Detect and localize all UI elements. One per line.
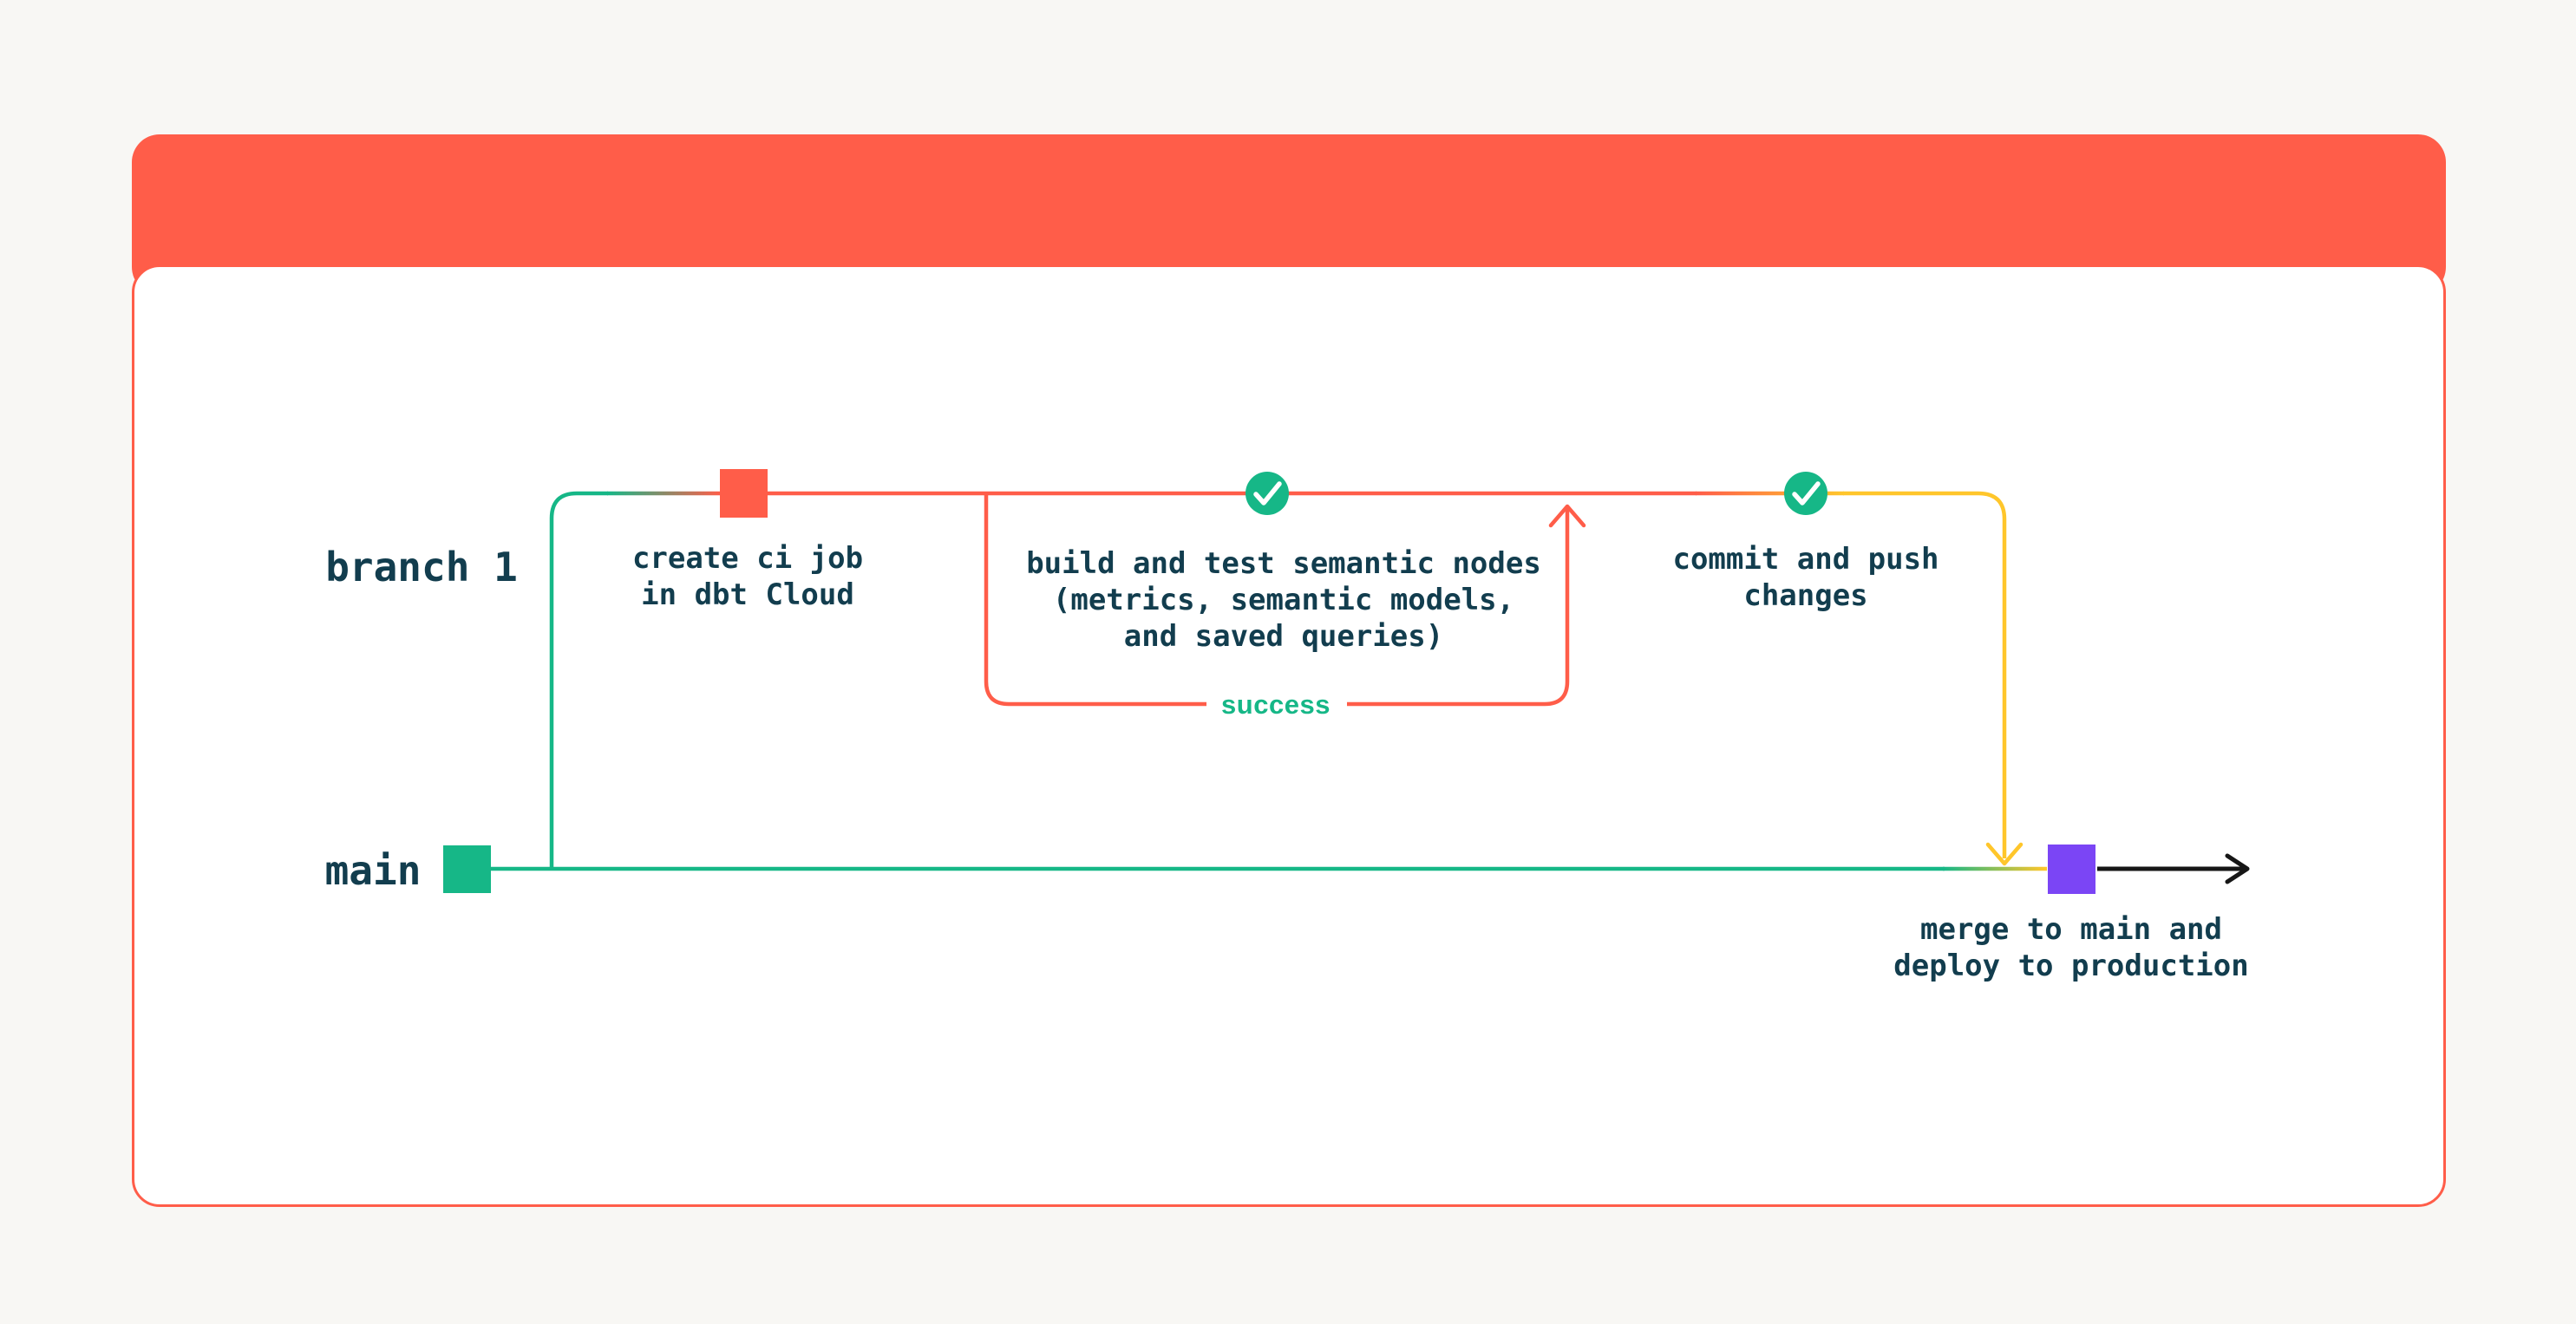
build-test-label: build and test semantic nodes (metrics, … <box>1026 545 1541 655</box>
production-arrowhead-icon <box>2225 853 2250 884</box>
label-line: merge to main and <box>1920 912 2222 947</box>
label-line: deploy to production <box>1893 949 2249 983</box>
create-ci-job-label: create ci job in dbt Cloud <box>632 540 863 613</box>
build-test-check-icon <box>1246 472 1289 515</box>
success-label: success <box>1221 689 1330 720</box>
branch-line-yellow-segment <box>1843 491 2007 858</box>
main-label: main <box>324 847 422 894</box>
commit-push-check-icon <box>1784 472 1827 515</box>
label-line: build and test semantic nodes <box>1026 546 1541 581</box>
label-line: commit and push <box>1672 542 1939 577</box>
success-loop-right <box>1347 508 1570 707</box>
branch-line-green-segment <box>549 491 608 867</box>
create-ci-commit-node <box>720 469 768 518</box>
label-line: in dbt Cloud <box>641 577 854 612</box>
merge-arrowhead-icon <box>1985 842 2024 866</box>
merge-deploy-label: merge to main and deploy to production <box>1893 911 2248 984</box>
main-start-commit-node <box>443 845 491 893</box>
diagram-card <box>132 264 2446 1207</box>
success-loop-arrowhead-icon <box>1548 504 1586 528</box>
label-line: (metrics, semantic models, <box>1052 583 1515 617</box>
merge-commit-node <box>2048 845 2095 894</box>
branch-label: branch 1 <box>325 544 518 590</box>
commit-push-label: commit and push changes <box>1672 541 1939 614</box>
label-line: changes <box>1743 578 1868 613</box>
label-line: create ci job <box>631 541 864 576</box>
success-loop-left <box>984 493 1206 707</box>
label-line: and saved queries) <box>1123 619 1444 654</box>
